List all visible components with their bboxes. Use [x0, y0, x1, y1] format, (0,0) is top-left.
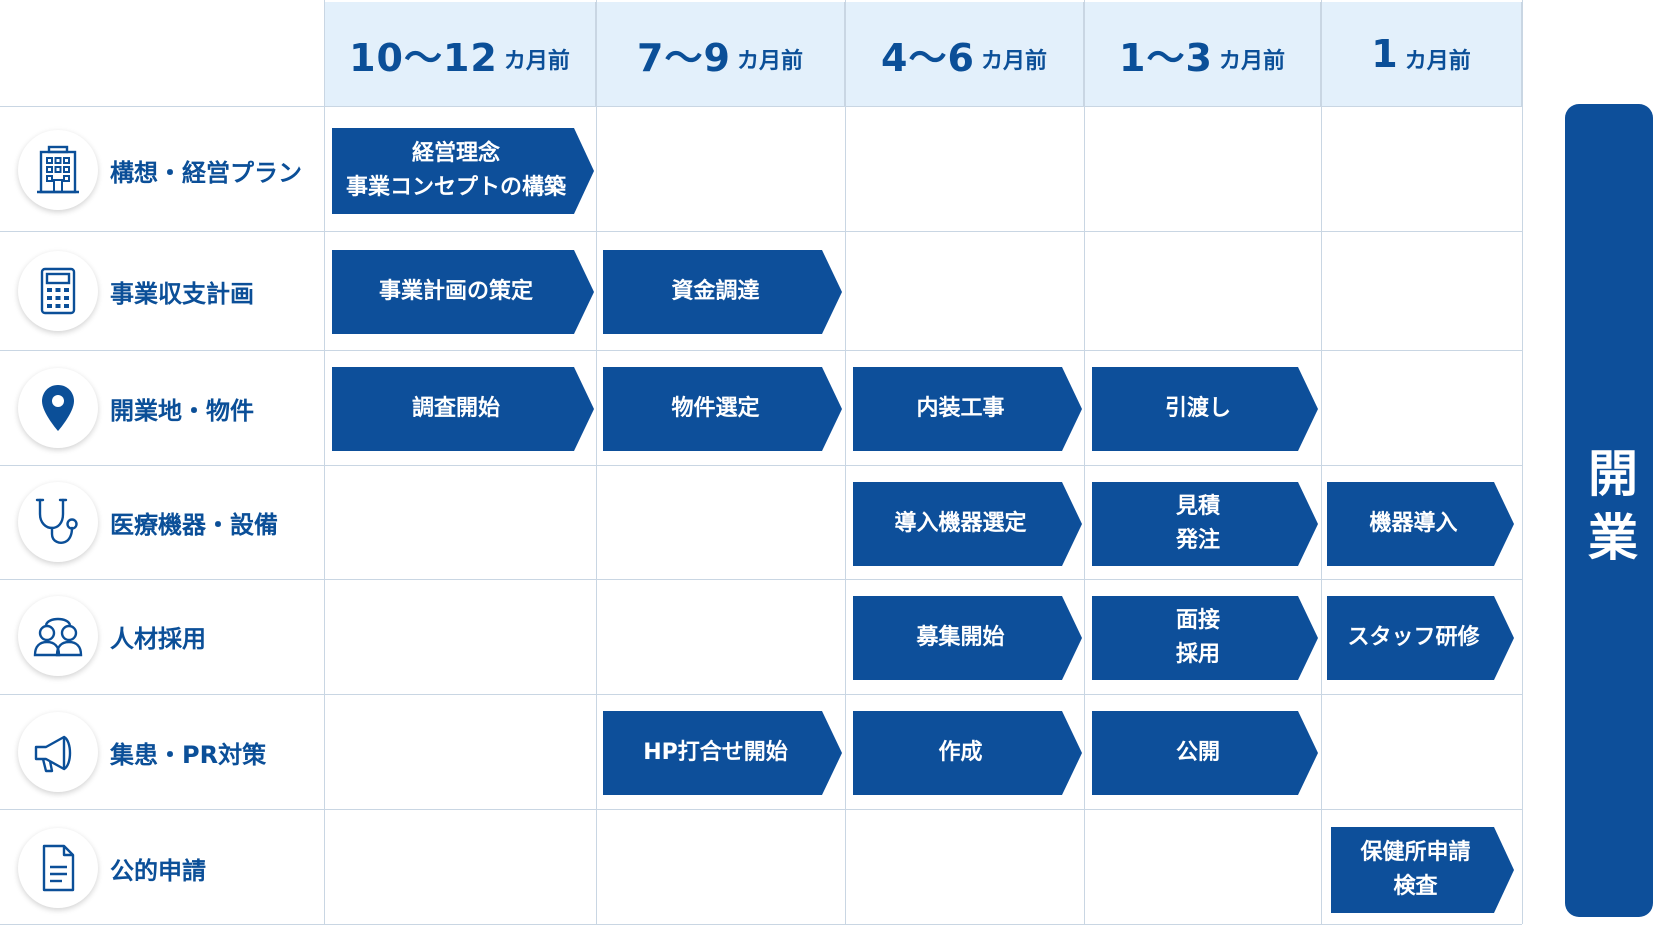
grid-line: [596, 0, 597, 924]
task-bar-recruitment-start: 募集開始: [853, 596, 1082, 680]
grid-line: [0, 350, 1522, 351]
row-label-text: 医療機器・設備: [110, 510, 278, 539]
column-header-unit: カ月前: [503, 49, 570, 74]
map-pin-icon: [18, 368, 98, 448]
column-header-1: 1 カ月前: [1321, 2, 1522, 106]
task-bar-equipment-install: 機器導入: [1327, 482, 1514, 566]
task-bar-creation: 作成: [853, 711, 1082, 795]
grid-line: [0, 465, 1522, 466]
task-bar-interior-work: 内装工事: [853, 367, 1082, 451]
grid-line: [0, 809, 1522, 810]
row-label-pr: 集患・PR対策: [0, 702, 324, 802]
row-label-application: 公的申請: [0, 818, 324, 918]
row-label-text: 開業地・物件: [110, 396, 254, 425]
task-bar-publish: 公開: [1092, 711, 1318, 795]
task-bar-funding: 資金調達: [603, 250, 842, 334]
row-label-text: 公的申請: [110, 856, 206, 885]
column-header-7-9: 7～9 カ月前: [596, 2, 845, 106]
column-header-unit: カ月前: [1218, 49, 1285, 74]
column-header-unit: カ月前: [1404, 49, 1471, 74]
grid-line: [0, 106, 1522, 107]
grid-line: [1084, 0, 1085, 924]
stethoscope-icon: [18, 482, 98, 562]
task-bar-handover: 引渡し: [1092, 367, 1318, 451]
task-bar-survey-start: 調査開始: [332, 367, 594, 451]
column-header-number: 1: [1371, 32, 1399, 76]
task-bar-hp-meeting: HP打合せ開始: [603, 711, 842, 795]
grid-line: [1321, 0, 1322, 924]
grid-line: [0, 579, 1522, 580]
row-label-location: 開業地・物件: [0, 358, 324, 458]
column-header-number: 10～12: [349, 35, 498, 80]
column-header-unit: カ月前: [736, 49, 803, 74]
row-label-budget: 事業収支計画: [0, 241, 324, 341]
task-bar-interview-hire: 面接 採用: [1092, 596, 1318, 680]
building-icon: [18, 130, 98, 210]
calculator-icon: [18, 251, 98, 331]
row-label-text: 事業収支計画: [110, 279, 254, 308]
task-bar-management-philosophy: 経営理念 事業コンセプトの構築: [332, 128, 594, 214]
task-bar-staff-training: スタッフ研修: [1327, 596, 1514, 680]
column-header-number: 1～3: [1119, 35, 1213, 80]
row-label-text: 構想・経営プラン: [110, 158, 302, 187]
grid-line: [0, 231, 1522, 232]
grid-line: [0, 924, 1522, 925]
task-bar-health-center-application: 保健所申請 検査: [1331, 827, 1514, 913]
opening-bar: 開業: [1565, 104, 1653, 917]
task-bar-equipment-selection: 導入機器選定: [853, 482, 1082, 566]
task-bar-property-selection: 物件選定: [603, 367, 842, 451]
row-label-equipment: 医療機器・設備: [0, 472, 324, 572]
schedule-grid: 10～12 カ月前 7～9 カ月前 4～6 カ月前 1～3 カ月前 1 カ月前: [0, 0, 1523, 925]
row-label-text: 集患・PR対策: [110, 740, 267, 769]
grid-line: [324, 0, 325, 924]
column-header-unit: カ月前: [980, 49, 1047, 74]
grid-line: [845, 0, 846, 924]
megaphone-icon: [18, 712, 98, 792]
column-header-1-3: 1～3 カ月前: [1084, 2, 1321, 106]
people-icon: [18, 596, 98, 676]
row-label-concept: 構想・経営プラン: [0, 120, 324, 220]
task-bar-quote-order: 見積 発注: [1092, 482, 1318, 566]
row-label-hr: 人材採用: [0, 586, 324, 686]
grid-line: [0, 694, 1522, 695]
document-icon: [18, 828, 98, 908]
column-header-number: 4～6: [881, 35, 975, 80]
grid-line: [1522, 0, 1523, 924]
opening-label: 開業: [1580, 446, 1638, 575]
column-header-number: 7～9: [637, 35, 731, 80]
row-label-text: 人材採用: [110, 624, 206, 653]
task-bar-business-plan: 事業計画の策定: [332, 250, 594, 334]
column-header-4-6: 4～6 カ月前: [845, 2, 1084, 106]
column-header-10-12: 10～12 カ月前: [324, 2, 596, 106]
